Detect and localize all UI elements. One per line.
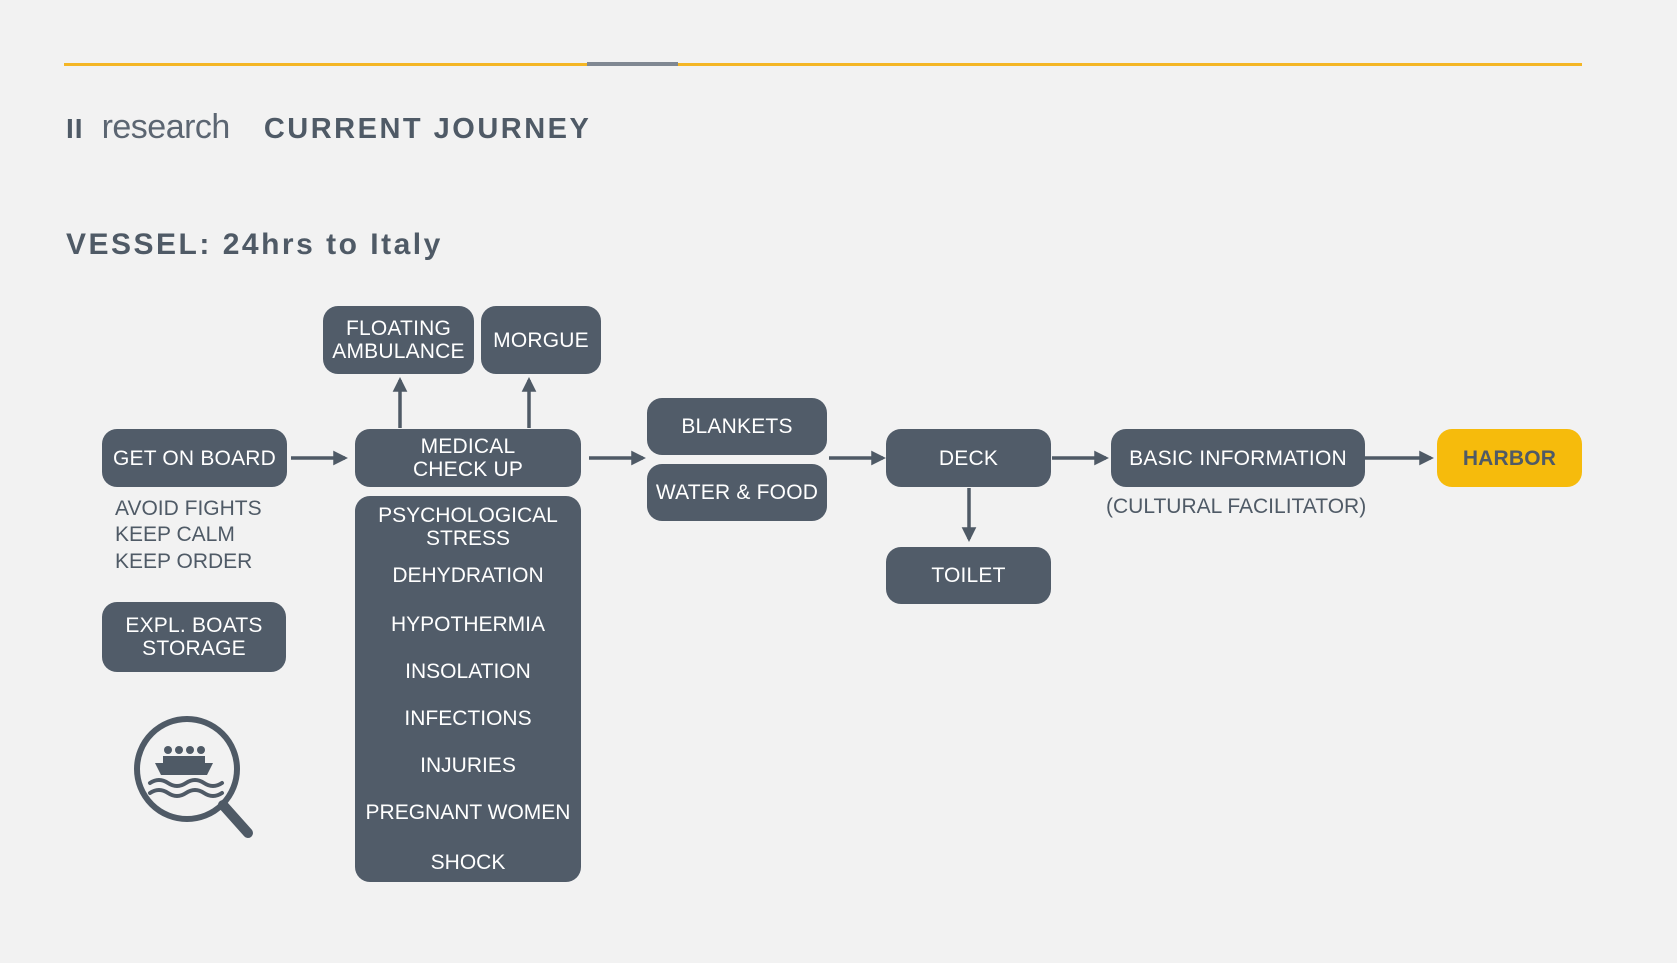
header-rule	[64, 63, 1582, 66]
symptom-psychological-stress: PSYCHOLOGICAL STRESS	[378, 504, 558, 550]
floating-ambulance-box: FLOATING AMBULANCE	[323, 306, 474, 374]
symptom-dehydration: DEHYDRATION	[392, 564, 544, 587]
page-title: CURRENT JOURNEY	[263, 113, 592, 145]
water-food-box: WATER & FOOD	[647, 464, 827, 521]
expl-boats-storage-box: EXPL. BOATS STORAGE	[102, 602, 286, 672]
section-number: II	[66, 113, 84, 144]
deck-box: DECK	[886, 429, 1051, 487]
board-note-keep-calm: KEEP CALM	[115, 523, 235, 546]
cultural-facilitator-label: (CULTURAL FACILITATOR)	[1106, 495, 1367, 518]
board-note-avoid-fights: AVOID FIGHTS	[115, 497, 262, 520]
toilet-box: TOILET	[886, 547, 1051, 604]
symptom-hypothermia: HYPOTHERMIA	[390, 613, 545, 636]
symptom-insolation: INSOLATION	[405, 660, 531, 683]
symptom-injuries: INJURIES	[420, 754, 516, 777]
progress-marker	[587, 62, 678, 66]
diagram-subtitle: VESSEL: 24hrs to Italy	[66, 228, 443, 261]
symptom-pregnant-women: PREGNANT WOMEN	[365, 801, 571, 824]
get-on-board-box: GET ON BOARD	[102, 429, 287, 487]
basic-information-box: BASIC INFORMATION	[1111, 429, 1365, 487]
medical-check-up-box: MEDICAL CHECK UP	[355, 429, 581, 487]
blankets-box: BLANKETS	[647, 398, 827, 455]
symptom-shock: SHOCK	[430, 851, 506, 874]
harbor-box: HARBOR	[1437, 429, 1582, 487]
board-note-keep-order: KEEP ORDER	[115, 550, 253, 573]
symptom-infections: INFECTIONS	[404, 707, 532, 730]
section-name: research	[101, 108, 231, 146]
symptoms-list: PSYCHOLOGICAL STRESS DEHYDRATION HYPOTHE…	[355, 496, 581, 882]
magnifier-boat-people-icon	[134, 716, 253, 838]
page-header: II research CURRENT JOURNEY	[66, 108, 591, 147]
morgue-box: MORGUE	[481, 306, 601, 374]
